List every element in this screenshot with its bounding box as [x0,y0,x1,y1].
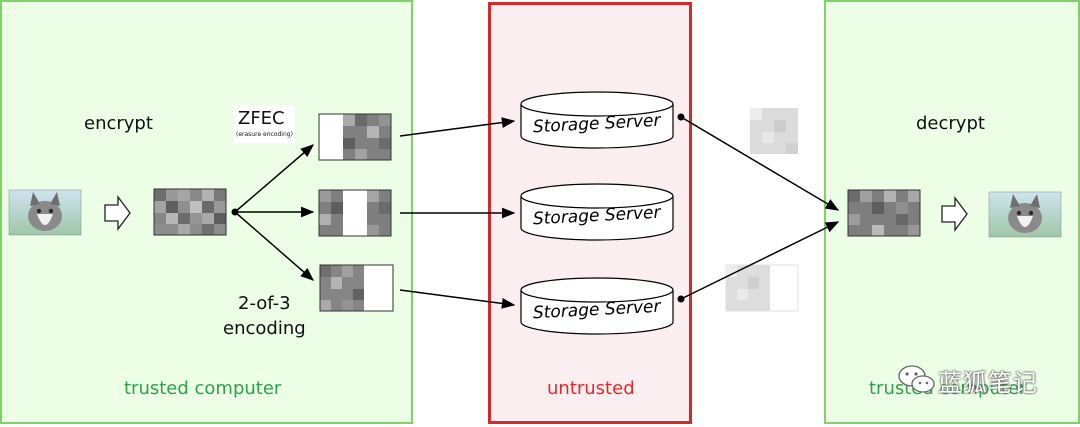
upload-arrow-1 [399,117,516,137]
encrypted-block [153,188,227,236]
decrypt-arrow [941,196,968,232]
encrypt-label: encrypt [84,113,153,134]
encrypt-arrow [104,195,131,231]
share-3 [319,264,394,312]
storage-server-2 [520,183,674,241]
reassembled-block [847,189,921,237]
middle-region-label: untrusted [547,378,635,399]
share-arrow-3 [234,211,315,281]
zfec-subtitle: (erasure encoding) [236,131,293,138]
zfec-title: ZFEC [238,108,285,129]
left-region-label: trusted computer [124,378,282,399]
share-1 [318,113,392,161]
encoding-label-line1: 2-of-3 [238,293,291,314]
original-cat-image [8,189,82,236]
encoding-label-line2: encoding [223,318,306,339]
storage-server-1 [520,91,674,149]
download-arrow-3 [680,221,840,300]
faded-share-1 [726,108,798,154]
storage-server-3 [520,277,674,335]
share-2 [318,189,392,237]
zfec-label-box [233,105,295,143]
watermark-logo-icon [898,365,935,393]
decrypt-label: decrypt [916,113,985,134]
recovered-cat-image [988,191,1062,238]
download-arrow-1 [680,116,840,211]
upload-arrow-3 [399,289,516,309]
watermark-text: 蓝狐笔记 [938,369,1038,397]
share-arrow-1 [234,144,315,213]
faded-share-3 [725,264,799,312]
